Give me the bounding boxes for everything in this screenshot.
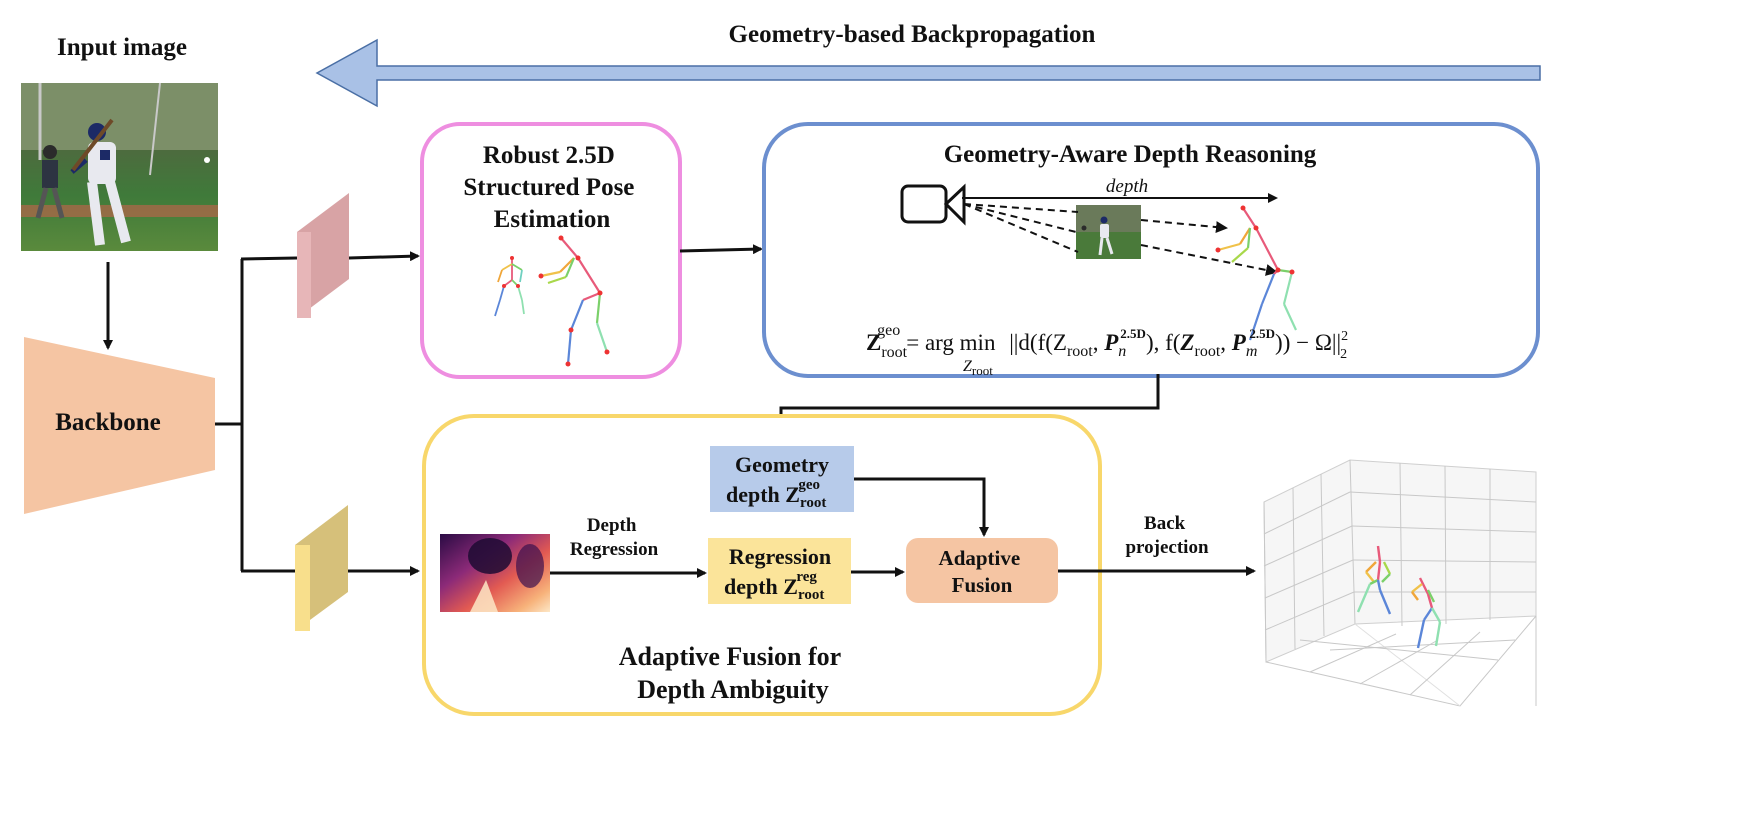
skeleton-small xyxy=(494,256,525,317)
back-projection-label-2: projection xyxy=(1125,537,1208,558)
skeleton-depth xyxy=(1215,205,1297,341)
depth-reasoning-box xyxy=(762,122,1540,378)
backprop-label: Geometry-based Backpropagation xyxy=(729,21,1096,48)
svg-text:Back projection: Back projection xyxy=(1125,513,1208,558)
fusion-title-line1: Adaptive Fusion for xyxy=(619,642,841,671)
3d-skeletons xyxy=(1356,545,1442,649)
svg-text:Depth Regression: Depth Regression xyxy=(570,515,659,560)
input-image-label: Input image xyxy=(57,34,187,61)
depth-regression-label-2: Regression xyxy=(570,539,659,560)
input-image xyxy=(21,82,218,251)
regression-node-line2: depth Zrootreg xyxy=(724,569,824,603)
depth-regression-label-1: Depth xyxy=(587,515,637,536)
geometry-depth-node xyxy=(710,446,854,512)
geometry-node-line2: depth Zrootgeo xyxy=(726,477,826,511)
projection-rays xyxy=(963,203,1278,276)
adaptive-node-line2: Fusion xyxy=(952,573,1013,597)
arrow-pose-to-depth xyxy=(679,244,763,255)
svg-text:Geometry: Geometry xyxy=(735,452,829,477)
depth-box-title: Geometry-Aware Depth Reasoning xyxy=(944,141,1317,168)
argmin-subscript: Zroot xyxy=(963,358,993,378)
feature-block-pose xyxy=(297,193,349,318)
regression-node-line1: Regression xyxy=(729,544,831,569)
geometry-node-line1: Geometry xyxy=(735,452,829,477)
splitter-top xyxy=(240,256,298,261)
fusion-title-line2: Depth Ambiguity xyxy=(637,675,828,704)
arrow-geometry-to-fusion xyxy=(854,477,989,537)
adaptive-fusion-node xyxy=(906,538,1058,603)
depth-map-image xyxy=(440,534,550,612)
backprop-arrow xyxy=(315,38,1541,108)
svg-text:Adaptive Fusion: Adaptive Fusion xyxy=(939,546,1026,597)
pose-title-line1: Robust 2.5D xyxy=(483,142,615,169)
thumbnail-image xyxy=(1076,205,1141,259)
back-projection-label-1: Back xyxy=(1144,513,1186,534)
pose-title-line2: Structured Pose xyxy=(463,174,634,201)
skeleton-large xyxy=(538,235,610,367)
backbone-block xyxy=(24,337,215,514)
svg-text:Robust 2.5D Structured Pos: Robust 2.5D Structured Pose Estimation xyxy=(463,142,640,233)
depth-label: depth xyxy=(1106,176,1148,197)
3d-pose-plot xyxy=(1263,459,1537,707)
adaptive-node-line1: Adaptive xyxy=(939,546,1021,570)
geometry-equation: Zrootgeo= arg min ||d(f(Zroot, Pn2.5D), … xyxy=(866,322,1348,362)
regression-depth-node xyxy=(708,538,851,604)
arrow-feature-to-pose xyxy=(348,251,420,262)
svg-text:Adaptive Fusion for Depth: Adaptive Fusion for Depth Ambiguity xyxy=(619,642,848,704)
pose-title-line3: Estimation xyxy=(494,206,611,233)
svg-text:Regression: Regression xyxy=(729,544,831,569)
backbone-label: Backbone xyxy=(55,409,161,436)
feature-block-depth xyxy=(295,505,348,631)
